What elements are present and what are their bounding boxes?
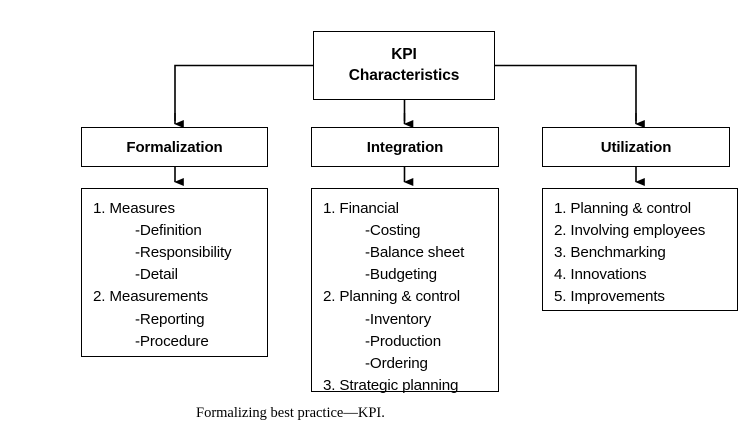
- list-formalization: 1. Measures -Definition -Responsibility …: [81, 188, 268, 357]
- list-item: -Definition: [135, 222, 202, 240]
- list-item: -Reporting: [135, 310, 205, 328]
- list-utilization-items: 1. Planning & control 2. Involving emplo…: [543, 198, 737, 309]
- list-item: 3. Strategic planning: [323, 376, 459, 394]
- list-item: 3. Benchmarking: [554, 244, 666, 262]
- connector-root-to-formalization: [174, 64, 313, 121]
- list-formalization-items: 1. Measures -Definition -Responsibility …: [82, 198, 267, 353]
- node-kpi-line1: KPI: [391, 46, 417, 64]
- list-item: -Costing: [365, 222, 421, 240]
- list-integration-items: 1. Financial -Costing -Balance sheet -Bu…: [312, 198, 498, 397]
- list-utilization: 1. Planning & control 2. Involving emplo…: [542, 188, 738, 311]
- node-utilization[interactable]: Utilization: [542, 127, 730, 167]
- list-item: -Balance sheet: [365, 244, 465, 262]
- list-item: 1. Planning & control: [554, 200, 692, 217]
- node-formalization-label: Formalization: [126, 138, 223, 156]
- list-item: 1. Measures: [93, 200, 175, 217]
- node-kpi-characteristics[interactable]: KPI Characteristics: [313, 31, 495, 100]
- list-item: -Procedure: [135, 332, 209, 350]
- list-item: -Production: [365, 332, 442, 350]
- node-kpi-line2: Characteristics: [348, 66, 460, 84]
- list-item: -Detail: [135, 266, 178, 284]
- list-item: 4. Innovations: [554, 266, 647, 284]
- list-item: -Inventory: [365, 310, 432, 328]
- node-utilization-label: Utilization: [600, 138, 672, 156]
- list-item: -Ordering: [365, 354, 428, 372]
- figure-caption: Formalizing best practice—KPI.: [196, 405, 385, 421]
- list-item: 2. Involving employees: [554, 222, 706, 240]
- node-formalization[interactable]: Formalization: [81, 127, 268, 167]
- list-item: -Responsibility: [135, 244, 232, 262]
- list-item: 5. Improvements: [554, 288, 665, 306]
- node-integration-label: Integration: [366, 138, 444, 156]
- node-integration[interactable]: Integration: [311, 127, 499, 167]
- list-item: 2. Measurements: [93, 288, 209, 306]
- node-kpi-characteristics-label: KPI Characteristics: [349, 45, 460, 86]
- list-item: 1. Financial: [323, 200, 399, 217]
- list-item: -Budgeting: [365, 266, 437, 284]
- connector-root-to-utilization: [495, 64, 637, 121]
- list-item: 2. Planning & control: [323, 288, 461, 306]
- list-integration: 1. Financial -Costing -Balance sheet -Bu…: [311, 188, 499, 394]
